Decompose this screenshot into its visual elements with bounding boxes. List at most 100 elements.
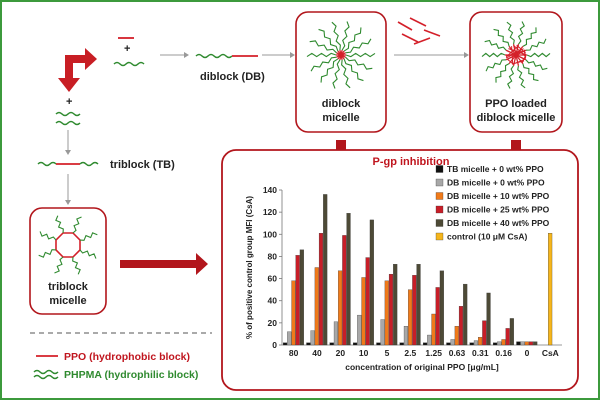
legend-entry: DB micelle + 10 wt% PPO <box>447 191 550 201</box>
legend-entry: control (10 μM CsA) <box>447 232 527 242</box>
bar <box>319 233 323 345</box>
bar <box>517 342 521 345</box>
bar <box>463 284 467 345</box>
bar <box>323 194 327 345</box>
y-tick-label: 100 <box>263 229 277 239</box>
bar <box>447 343 451 345</box>
x-tick-label: 10 <box>359 348 369 358</box>
bar <box>408 290 412 345</box>
x-tick-label: 0.16 <box>495 348 512 358</box>
bar <box>315 268 319 346</box>
x-axis-label: concentration of original PPO [μg/mL] <box>345 362 499 372</box>
bar <box>292 281 296 345</box>
bar <box>521 342 525 345</box>
y-tick-label: 0 <box>272 340 277 350</box>
bar <box>353 343 357 345</box>
bar <box>393 264 397 345</box>
bar <box>296 255 300 345</box>
bar <box>482 321 486 345</box>
bar <box>423 343 427 345</box>
bar <box>412 275 416 345</box>
x-tick-label: 20 <box>336 348 346 358</box>
legend-swatch <box>436 193 443 200</box>
loaded-ppo-core <box>525 56 526 58</box>
diblock-micelle-label-1: diblock <box>322 98 361 110</box>
y-tick-label: 60 <box>268 274 278 284</box>
legend-swatch <box>436 166 443 173</box>
diblock-label: diblock (DB) <box>200 71 265 83</box>
bar <box>381 320 385 345</box>
plus-sign: + <box>124 43 130 55</box>
x-tick-label: 0 <box>525 348 530 358</box>
bar <box>330 343 334 345</box>
legend-entry: TB micelle + 0 wt% PPO <box>447 164 544 174</box>
bar <box>300 250 304 345</box>
bar <box>366 258 370 345</box>
plus-sign-2: + <box>66 96 72 108</box>
bar <box>400 343 404 345</box>
bar <box>548 233 552 345</box>
legend-swatch <box>436 179 443 186</box>
bar <box>529 342 533 345</box>
bar <box>287 332 291 345</box>
legend-swatch <box>436 233 443 240</box>
legend-entry: DB micelle + 25 wt% PPO <box>447 205 550 215</box>
bar <box>357 315 361 345</box>
bar <box>342 235 346 345</box>
legend-swatch <box>436 220 443 227</box>
bar <box>506 328 510 345</box>
bar <box>307 343 311 345</box>
bar <box>487 293 491 345</box>
y-tick-label: 80 <box>268 251 278 261</box>
bar <box>432 314 436 345</box>
bar <box>478 337 482 345</box>
y-tick-label: 120 <box>263 207 277 217</box>
x-tick-label: 0.31 <box>472 348 489 358</box>
legend-phpma-label: PHPMA (hydrophilic block) <box>64 369 198 381</box>
y-tick-label: 140 <box>263 185 277 195</box>
bar <box>338 271 342 345</box>
x-tick-label: 40 <box>312 348 322 358</box>
y-tick-label: 20 <box>268 318 278 328</box>
bar <box>404 326 408 345</box>
bar <box>470 343 474 345</box>
bar <box>440 271 444 345</box>
bar <box>436 287 440 345</box>
bar <box>493 343 497 345</box>
ppo-loaded-label-2: diblock micelle <box>477 112 556 124</box>
bar <box>533 342 537 345</box>
bar <box>377 343 381 345</box>
x-tick-label: 1.25 <box>425 348 442 358</box>
bar <box>283 343 287 345</box>
bar <box>370 220 374 345</box>
bar <box>311 331 315 345</box>
bar <box>455 326 459 345</box>
bar <box>497 342 501 345</box>
bar <box>525 342 529 345</box>
bar <box>474 341 478 345</box>
bar <box>362 277 366 345</box>
bar <box>510 318 514 345</box>
ppo-loaded-label-1: PPO loaded <box>485 98 547 110</box>
x-tick-label: 80 <box>289 348 299 358</box>
bar <box>417 264 421 345</box>
triblock-label: triblock (TB) <box>110 159 175 171</box>
triblock-micelle-label-2: micelle <box>49 295 86 307</box>
x-tick-label: 5 <box>385 348 390 358</box>
triblock-micelle-label-1: triblock <box>48 281 89 293</box>
diblock-micelle-label-2: micelle <box>322 112 359 124</box>
x-tick-label: 2.5 <box>404 348 416 358</box>
y-axis-label: % of positive control group MFI (CsA) <box>245 196 254 339</box>
bar <box>427 335 431 345</box>
legend-swatch <box>436 206 443 213</box>
bar <box>389 274 393 345</box>
bar <box>451 339 455 345</box>
bar <box>502 339 506 345</box>
bar <box>459 306 463 345</box>
x-tick-label: CsA <box>542 348 559 358</box>
x-tick-label: 0.63 <box>449 348 466 358</box>
legend-entry: DB micelle + 0 wt% PPO <box>447 178 545 188</box>
bar <box>385 281 389 345</box>
